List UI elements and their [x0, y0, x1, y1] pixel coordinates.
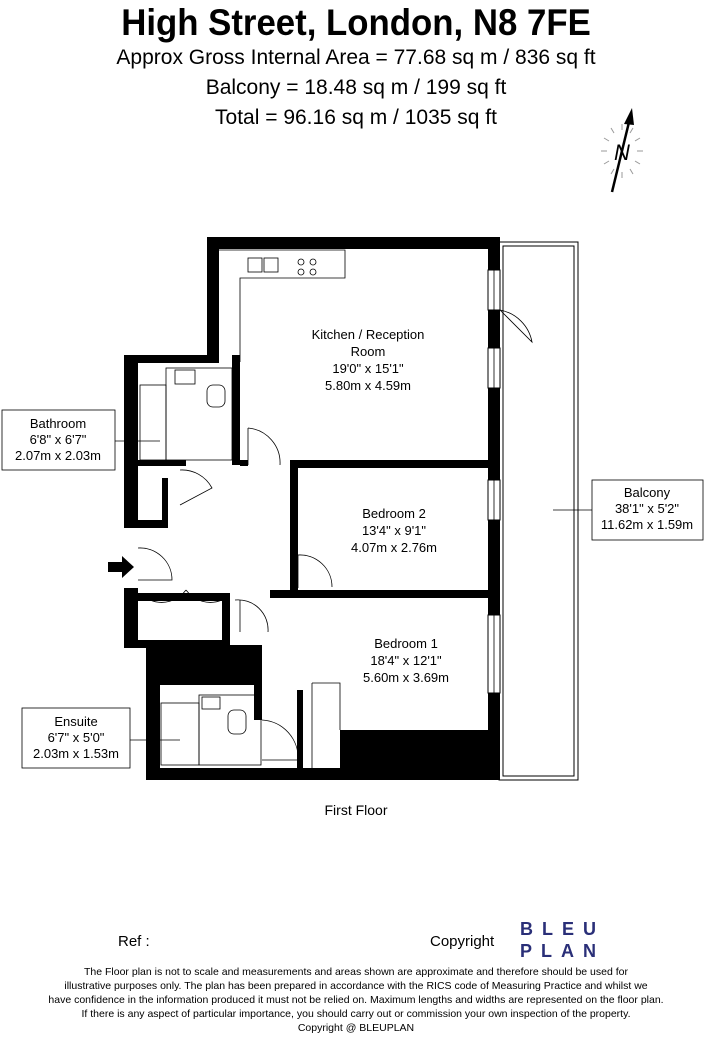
floor-label: First Floor [324, 802, 388, 818]
disclaimer-line-3: have confidence in the information produ… [48, 994, 664, 1006]
windows [487, 269, 501, 694]
bedroom1-name: Bedroom 1 [374, 636, 438, 651]
disclaimer: The Floor plan is not to scale and measu… [20, 965, 692, 1035]
bathroom-fixtures [139, 367, 341, 768]
kitchen-units [219, 249, 346, 362]
disclaimer-line-1: The Floor plan is not to scale and measu… [84, 966, 628, 978]
total-area: Total = 96.16 sq m / 1035 sq ft [215, 106, 497, 129]
bleuplan-logo: BLEU PLAN [520, 918, 605, 962]
entrance-arrow-icon [108, 556, 134, 578]
ensuite-metric: 2.03m x 1.53m [33, 746, 119, 761]
bedroom2-imperial: 13'4" x 9'1" [362, 523, 426, 538]
kitchen-metric: 5.80m x 4.59m [325, 378, 411, 393]
balcony-area: Balcony = 18.48 sq m / 199 sq ft [205, 76, 507, 99]
door-swings [137, 309, 533, 761]
reference-label: Ref : [118, 933, 150, 950]
bathroom-metric: 2.07m x 2.03m [15, 448, 101, 463]
balcony-imperial: 38'1" x 5'2" [615, 501, 679, 516]
kitchen-name-2: Room [351, 344, 386, 359]
bedroom1-metric: 5.60m x 3.69m [363, 670, 449, 685]
kitchen-imperial: 19'0" x 15'1" [332, 361, 404, 376]
balcony-metric: 11.62m x 1.59m [601, 517, 693, 532]
balcony-label-box [591, 479, 704, 541]
gross-internal-area: Approx Gross Internal Area = 77.68 sq m … [116, 46, 596, 69]
compass-icon: N [601, 108, 643, 193]
bedroom2-name: Bedroom 2 [362, 506, 426, 521]
compass-letter: N [614, 140, 630, 165]
bedroom1-imperial: 18'4" x 12'1" [370, 653, 442, 668]
ensuite-name: Ensuite [54, 714, 97, 729]
leader-lines [115, 440, 592, 741]
ensuite-imperial: 6'7" x 5'0" [48, 730, 105, 745]
copyright-label: Copyright [430, 933, 495, 950]
bathroom-name: Bathroom [30, 416, 86, 431]
kitchen-name-1: Kitchen / Reception [312, 327, 425, 342]
disclaimer-line-5: Copyright @ BLEUPLAN [297, 1022, 415, 1034]
logo-line-2: PLAN [520, 941, 605, 961]
balcony-name: Balcony [624, 485, 671, 500]
disclaimer-line-2: illustrative purposes only. The plan has… [64, 980, 648, 992]
balcony-outline [498, 241, 579, 781]
bedroom2-metric: 4.07m x 2.76m [351, 540, 437, 555]
bathroom-imperial: 6'8" x 6'7" [30, 432, 87, 447]
property-address-title: High Street, London, N8 7FE [121, 2, 591, 43]
bathroom-label-box [1, 409, 116, 471]
disclaimer-line-4: If there is any aspect of particular imp… [81, 1008, 631, 1020]
ensuite-label-box [21, 707, 131, 769]
logo-line-1: BLEU [520, 919, 605, 939]
